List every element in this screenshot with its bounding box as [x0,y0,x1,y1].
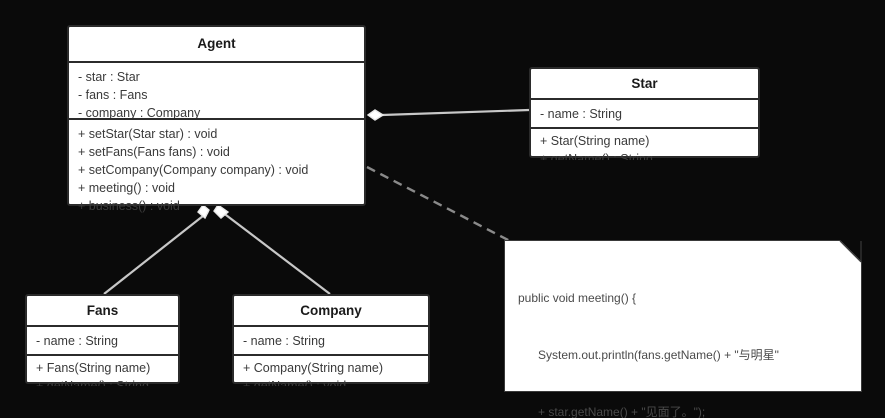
class-attributes-fans: - name : String [27,327,178,356]
attribute-row: - fans : Fans [78,87,148,102]
code-line: + star.getName() + "见面了。"); [518,405,706,418]
class-operations-fans: + Fans(String name) + getName() : String [27,356,178,386]
code-note[interactable]: public void meeting() { System.out.print… [504,240,862,418]
class-box-company[interactable]: Company - name : String + Company(String… [232,294,430,386]
attribute-row: - name : String [36,333,118,348]
class-title-fans: Fans [27,296,178,327]
code-line: System.out.println(fans.getName() + "与明星… [518,348,779,362]
operation-row: + getName() : String [540,151,653,160]
class-title-agent: Agent [69,27,364,63]
operation-row: + Company(String name) [243,360,383,375]
class-operations-company: + Company(String name) + getName() : voi… [234,356,428,386]
attribute-row: - company : Company [78,105,201,120]
class-attributes-star: - name : String [531,100,758,129]
edge-agent-star [381,108,530,117]
operation-row: + getName() : void [243,378,347,386]
note-body [504,240,862,392]
operation-row: + meeting() : void [78,180,175,195]
operation-row: + business() : void [78,198,180,213]
attribute-row: - name : String [243,333,325,348]
operation-row: + Fans(String name) [36,360,151,375]
edge-agent-company [221,211,331,295]
class-attributes-company: - name : String [234,327,428,356]
class-title-star: Star [531,69,758,100]
operation-row: + Star(String name) [540,133,650,148]
class-operations-agent: + setStar(Star star) : void + setFans(Fa… [69,120,364,213]
note-code-text: public void meeting() { System.out.print… [504,240,862,418]
class-title-company: Company [234,296,428,327]
operation-row: + setFans(Fans fans) : void [78,144,230,159]
code-line: public void meeting() { [518,291,637,305]
operation-row: + setCompany(Company company) : void [78,162,309,177]
edge-agent-fans [103,211,209,295]
class-box-fans[interactable]: Fans - name : String + Fans(String name)… [25,294,180,386]
edge-agent-note [366,165,513,244]
attribute-row: - name : String [540,106,622,121]
attribute-row: - star : Star [78,69,140,84]
operation-row: + setStar(Star star) : void [78,126,218,141]
aggregation-diamond-star [366,109,385,121]
class-attributes-agent: - star : Star - fans : Fans - company : … [69,63,364,120]
class-operations-star: + Star(String name) + getName() : String [531,129,758,160]
operation-row: + getName() : String [36,378,149,386]
class-box-agent[interactable]: Agent - star : Star - fans : Fans - comp… [67,25,366,213]
class-box-star[interactable]: Star - name : String + Star(String name)… [529,67,760,160]
